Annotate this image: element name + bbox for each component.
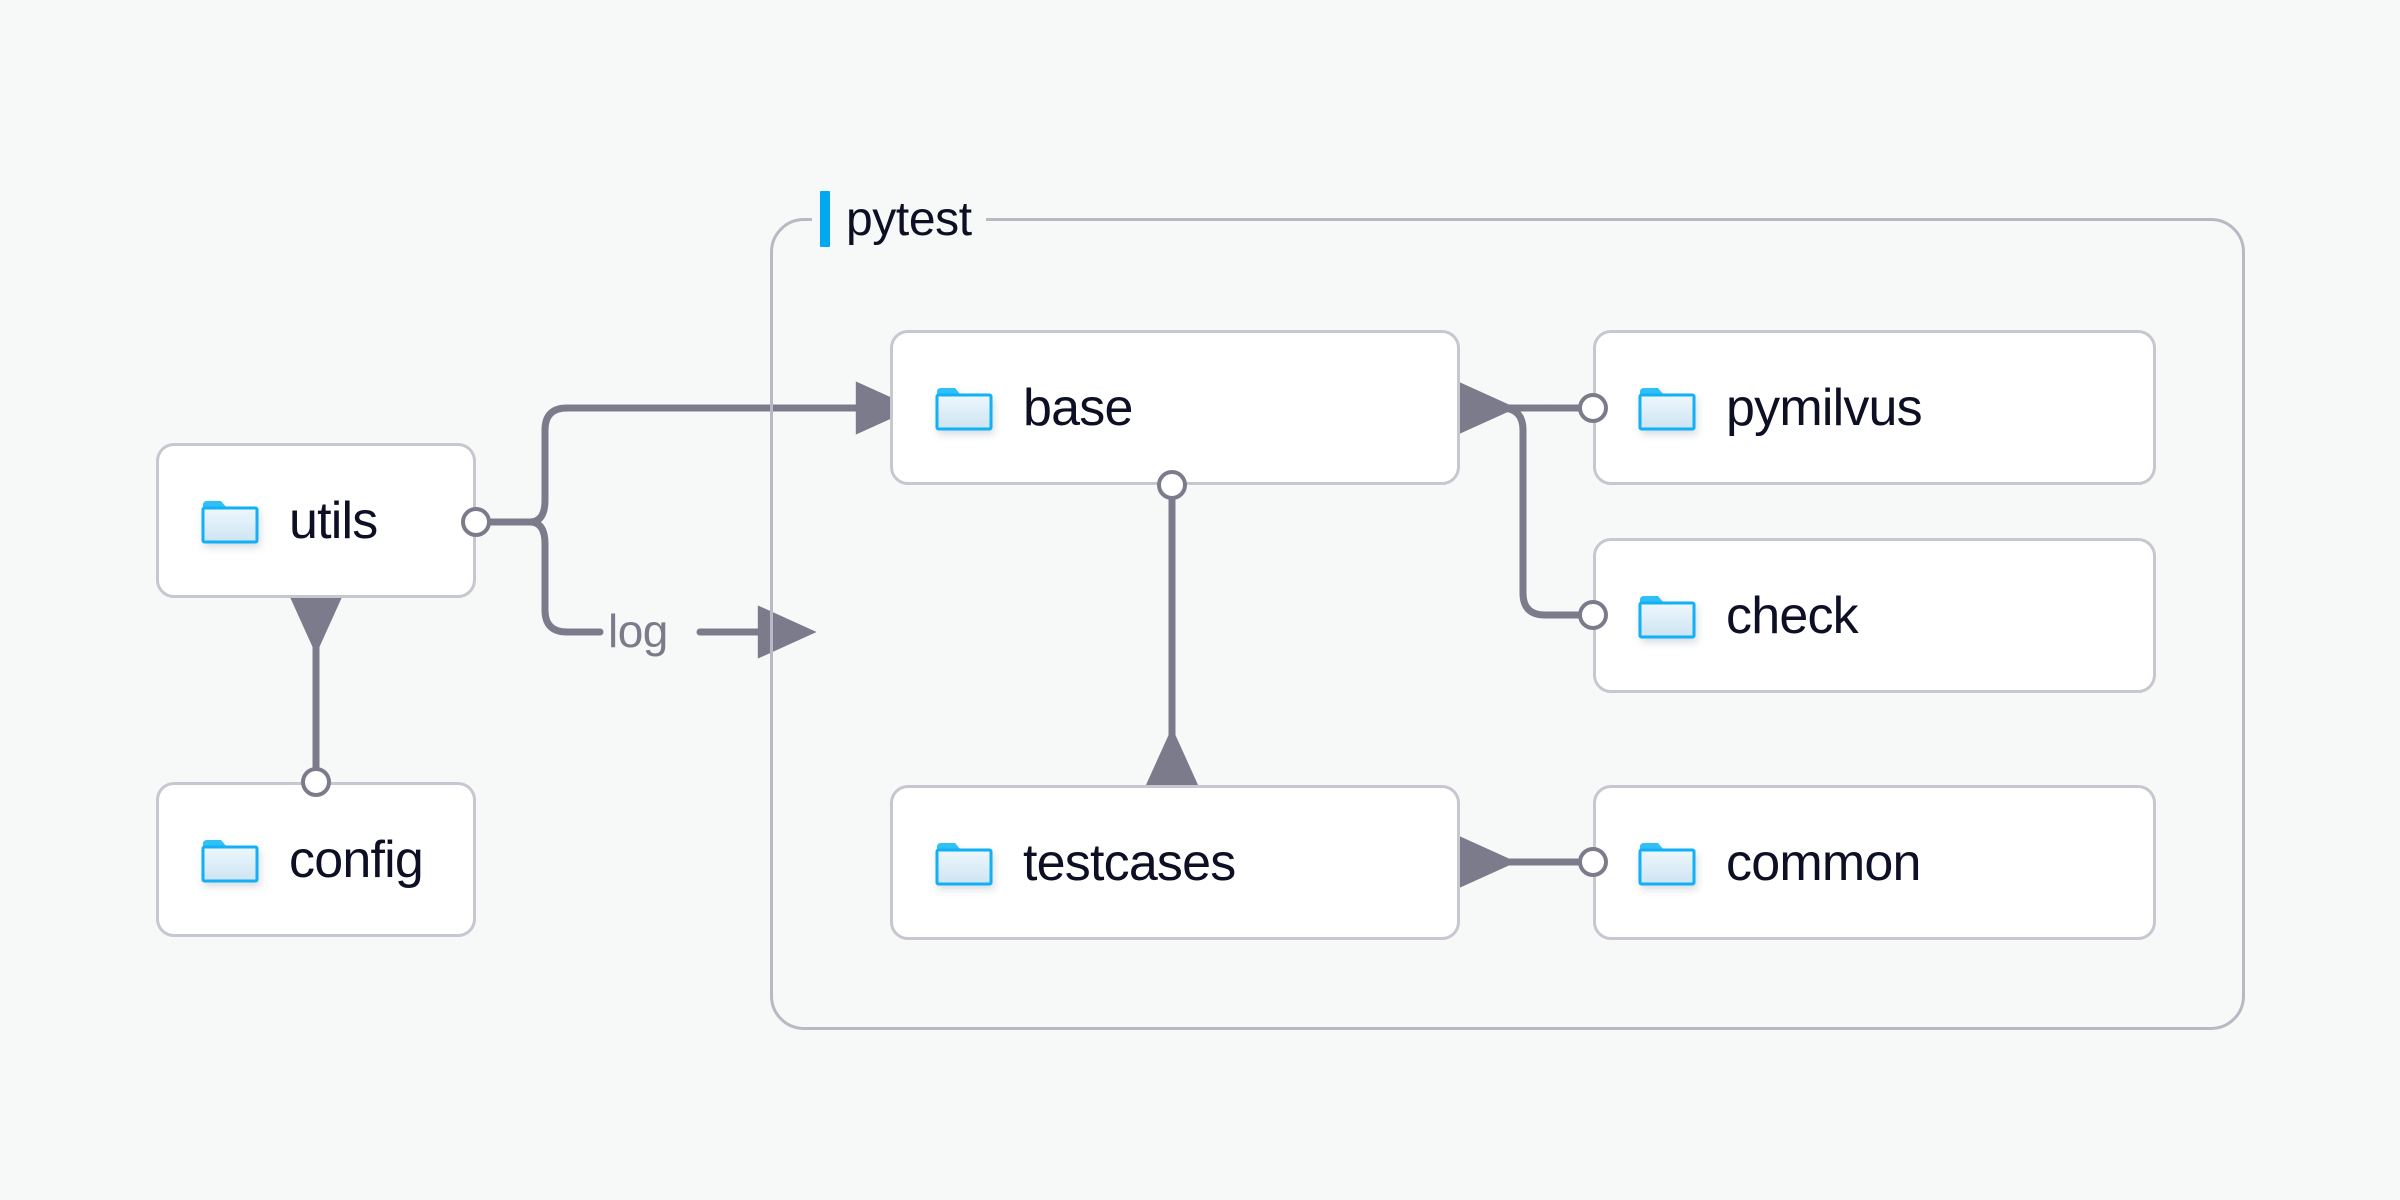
folder-icon <box>935 384 993 432</box>
group-accent-bar-icon <box>820 191 830 247</box>
group-pytest[interactable] <box>770 218 2245 1030</box>
port-utils-right[interactable] <box>461 507 491 537</box>
node-config-label: config <box>289 830 424 889</box>
folder-icon <box>1638 592 1696 640</box>
node-utils[interactable]: utils <box>156 443 476 598</box>
group-pytest-label-wrap: pytest <box>812 190 986 248</box>
node-utils-label: utils <box>289 491 378 550</box>
node-base-label: base <box>1023 378 1133 437</box>
node-pymilvus-label: pymilvus <box>1726 378 1923 437</box>
node-testcases-label: testcases <box>1023 833 1236 892</box>
port-base-bottom[interactable] <box>1157 470 1187 500</box>
folder-icon <box>201 497 259 545</box>
edge-label-log: log <box>608 605 668 657</box>
node-common-label: common <box>1726 833 1921 892</box>
node-check[interactable]: check <box>1593 538 2156 693</box>
group-pytest-label: pytest <box>846 192 972 246</box>
node-base[interactable]: base <box>890 330 1460 485</box>
node-common[interactable]: common <box>1593 785 2156 940</box>
node-config[interactable]: config <box>156 782 476 937</box>
port-config-top[interactable] <box>301 767 331 797</box>
node-pymilvus[interactable]: pymilvus <box>1593 330 2156 485</box>
folder-icon <box>201 836 259 884</box>
node-check-label: check <box>1726 586 1859 645</box>
port-common-left[interactable] <box>1578 847 1608 877</box>
port-pymilvus-left[interactable] <box>1578 393 1608 423</box>
node-testcases[interactable]: testcases <box>890 785 1460 940</box>
port-check-left[interactable] <box>1578 600 1608 630</box>
folder-icon <box>935 839 993 887</box>
folder-icon <box>1638 839 1696 887</box>
folder-icon <box>1638 384 1696 432</box>
